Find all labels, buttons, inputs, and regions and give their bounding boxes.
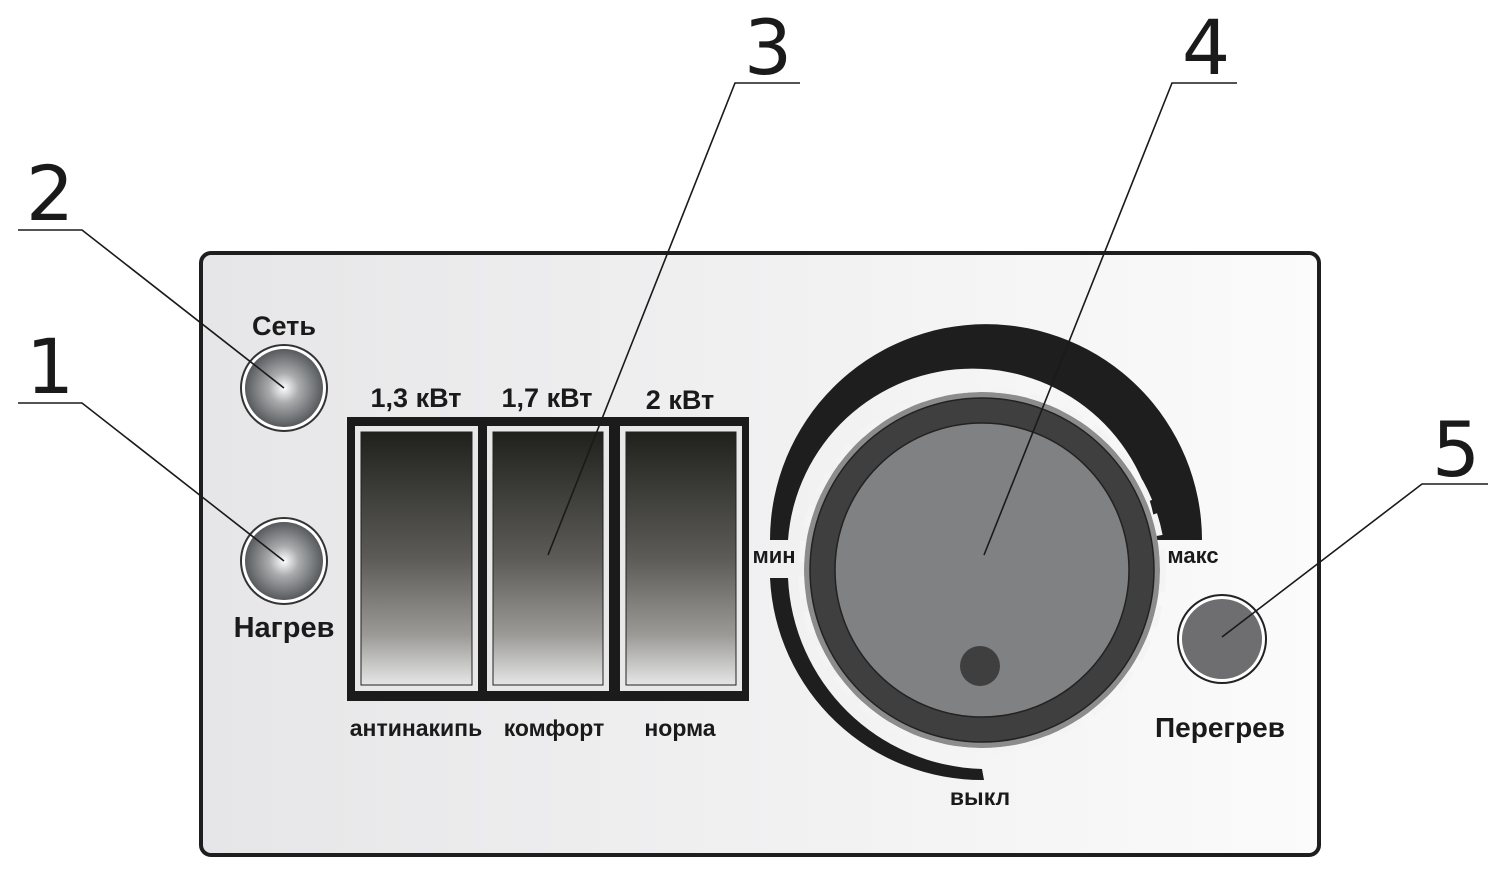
svg-text:1: 1 — [26, 322, 74, 411]
callout-4: 4 — [983, 3, 1237, 556]
off-label: выкл — [950, 784, 1010, 810]
heating-indicator-label: Нагрев — [234, 612, 335, 644]
switch-3-power-label: 2 кВт — [646, 385, 714, 415]
switch-1-power-label: 1,3 кВт — [371, 383, 462, 413]
svg-text:5: 5 — [1432, 405, 1480, 494]
knob-pointer-dot — [960, 646, 1000, 686]
svg-text:3: 3 — [744, 3, 792, 92]
callout-3: 3 — [547, 3, 800, 556]
callout-1: 1 — [18, 322, 285, 562]
overheat-label: Перегрев — [1155, 712, 1285, 743]
callout-2: 2 — [18, 149, 285, 389]
switch-1-mode-label: антинакипь — [350, 715, 482, 741]
switch-1-rocker[interactable] — [355, 426, 478, 691]
min-label: мин — [752, 543, 795, 568]
overheat-reset-button[interactable] — [1177, 594, 1267, 684]
svg-text:4: 4 — [1182, 3, 1230, 92]
switch-3-rocker[interactable] — [620, 426, 742, 691]
switch-2-mode-label: комфорт — [504, 715, 605, 741]
power-indicator-label: Сеть — [252, 311, 316, 341]
max-label: макс — [1167, 543, 1218, 568]
svg-text:2: 2 — [26, 149, 74, 238]
scale-arc-upper — [770, 324, 1202, 540]
switch-2-power-label: 1,7 кВт — [502, 383, 593, 413]
switch-2-rocker[interactable] — [487, 426, 609, 691]
callout-5: 5 — [1221, 405, 1488, 638]
scale-arc-lower — [770, 578, 984, 781]
switch-3-mode-label: норма — [644, 715, 715, 741]
thermostat-knob[interactable] — [798, 386, 1166, 754]
